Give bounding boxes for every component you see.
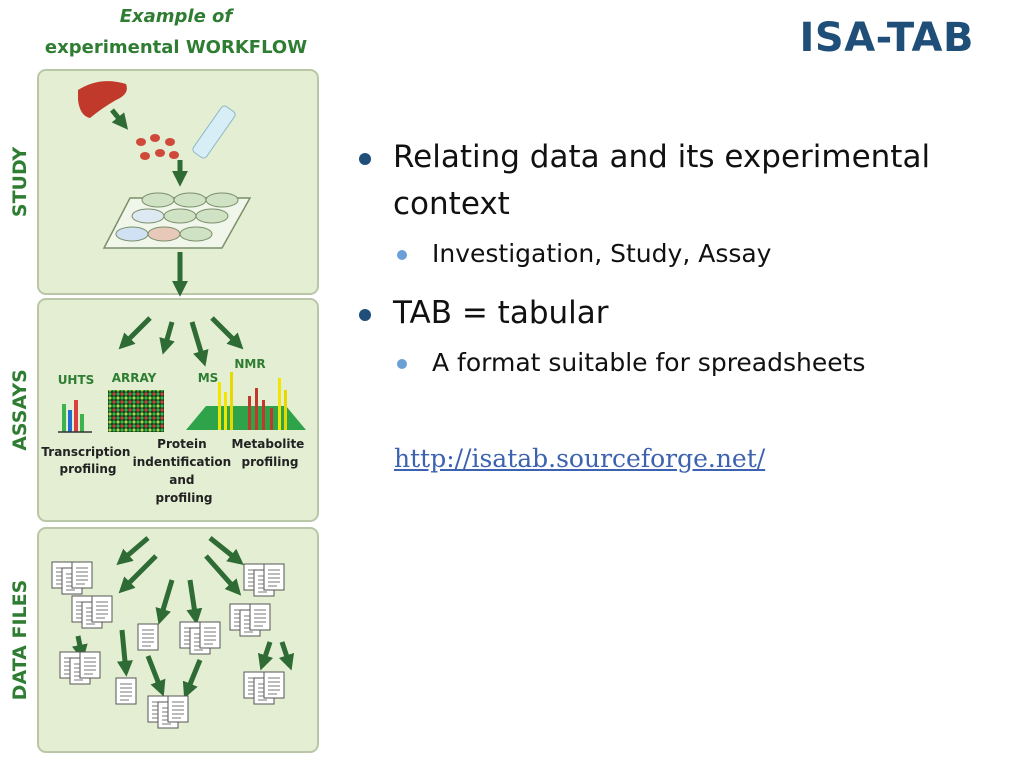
label-metabolite-1: Metabolite xyxy=(231,437,304,451)
ms-nmr-spectrum-icon xyxy=(186,372,306,430)
pipette-icon xyxy=(192,105,236,159)
sub-bullet-isa: Investigation, Study, Assay xyxy=(356,236,996,272)
label-protein-4: profiling xyxy=(155,491,212,505)
workflow-diagram: Example of experimental WORKFLOW STUDY A… xyxy=(9,6,319,753)
isatab-link[interactable]: http://isatab.sourceforge.net/ xyxy=(394,444,766,473)
workflow-heading-line1: Example of xyxy=(120,6,235,27)
label-protein-2: indentification xyxy=(133,455,232,469)
bullet-relating-data: Relating data and its experimental conte… xyxy=(356,134,996,228)
svg-text:Transcription profiling: Transcription profiling xyxy=(41,445,134,476)
tissue-samples xyxy=(136,134,179,160)
slide-title: ISA-TAB xyxy=(799,15,974,61)
data-file-arrows xyxy=(71,536,295,699)
microarray-icon xyxy=(108,390,164,432)
liver-icon xyxy=(78,81,127,118)
bullet-tab-tabular: TAB = tabular xyxy=(356,290,996,337)
svg-text:Protein indentification: Protein indentification and profiling xyxy=(133,437,236,505)
label-transcription-2: profiling xyxy=(59,462,116,476)
label-transcription-1: Transcription xyxy=(41,445,130,459)
stage-label-data-files: DATA FILES xyxy=(9,580,31,701)
label-protein-1: Protein xyxy=(157,437,207,451)
uhts-bar-icon xyxy=(58,400,92,433)
stage-label-study: STUDY xyxy=(9,147,31,217)
stage-label-assays: ASSAYS xyxy=(9,369,31,451)
label-metabolite-2: profiling xyxy=(241,455,298,469)
assay-ms: MS xyxy=(198,371,219,385)
assay-nmr: NMR xyxy=(234,357,265,371)
culture-plate xyxy=(102,192,252,249)
assay-uhts: UHTS xyxy=(58,373,95,387)
sub-bullet-spreadsheets: A format suitable for spreadsheets xyxy=(356,345,996,381)
bullet-list: Relating data and its experimental conte… xyxy=(356,134,996,399)
workflow-heading-line2: experimental WORKFLOW xyxy=(45,37,307,58)
assays-panel xyxy=(37,298,319,522)
assay-array: ARRAY xyxy=(112,371,157,385)
label-protein-3: and xyxy=(169,473,194,487)
svg-text:Metabolite profiling: Metabolite profiling xyxy=(231,437,308,469)
